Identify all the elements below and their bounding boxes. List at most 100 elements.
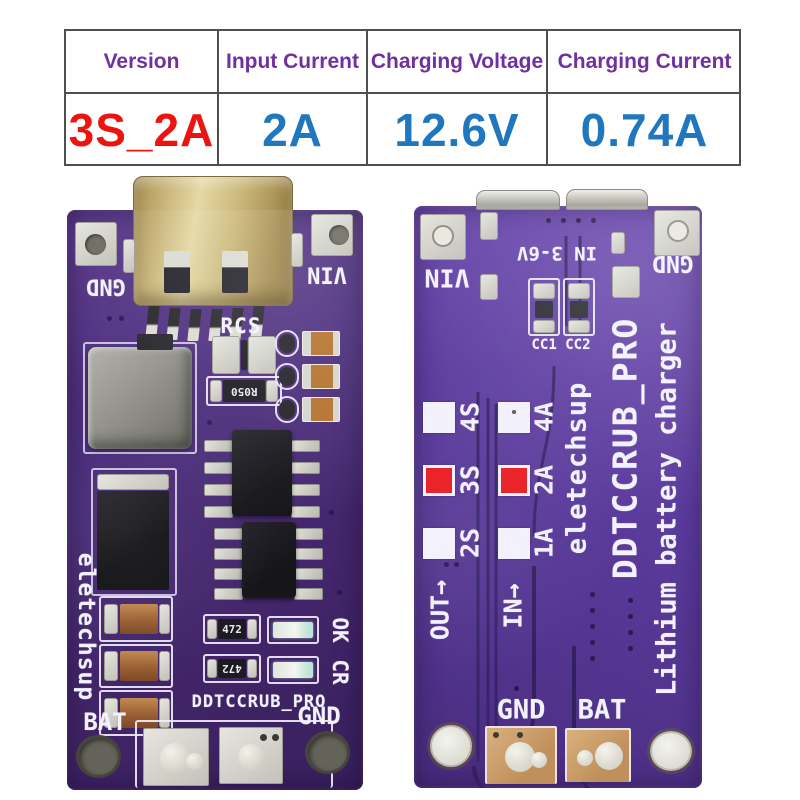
bat-label: BAT: [83, 708, 127, 736]
via: [628, 598, 633, 603]
ic-pin: [214, 568, 243, 580]
resistor-end: [207, 659, 217, 678]
resistor-body: 472: [218, 619, 246, 639]
vin-top-right-label: VIN: [307, 261, 347, 287]
solder-blob: [186, 753, 203, 770]
ic-pin: [291, 440, 320, 452]
pad-dot: [272, 734, 279, 741]
cap-outline: [99, 644, 173, 688]
usb-contact-right: [222, 251, 248, 293]
ic-chip: [232, 430, 292, 516]
header-label: Version: [103, 49, 180, 73]
cap-body: [120, 698, 158, 728]
ceramic-cap: [302, 397, 340, 422]
option-square-2s[interactable]: [423, 528, 455, 559]
in-column-label: IN→: [498, 583, 528, 629]
header-label: Charging Current: [557, 49, 732, 73]
ok-led-label: OK: [328, 617, 352, 643]
ic-pin: [204, 440, 233, 452]
value-label: 0.74A: [580, 104, 709, 156]
pad-dot: [260, 734, 267, 741]
vin-pad-top-left: [420, 214, 466, 260]
solder-blob: [505, 742, 535, 772]
mount-hole-bottom-left: [76, 735, 121, 778]
pad-dot: [512, 410, 516, 414]
gnd-bottom-label: GND: [297, 702, 341, 730]
led-cr-outline: [267, 656, 319, 684]
led-ok: [273, 622, 313, 638]
solder-blob: [160, 743, 190, 773]
option-label-3s: 3S: [455, 464, 485, 496]
cc-label: CC1 CC2: [531, 337, 591, 353]
resistor-end: [207, 619, 217, 639]
cc1-outline: [528, 278, 560, 336]
cr-led-label: CR: [328, 659, 352, 685]
cap-end: [104, 698, 118, 728]
option-square-1a[interactable]: [498, 528, 530, 559]
value-label: 2A: [262, 104, 323, 156]
ic-pin: [214, 588, 243, 600]
cc-pad: [568, 283, 590, 299]
option-square-2a[interactable]: [498, 465, 530, 496]
mount-hole-bottom-right: [305, 731, 350, 774]
ic-pin: [294, 588, 323, 600]
rcs-component: [241, 340, 247, 370]
option-label-4a: 4A: [529, 401, 559, 433]
ic-pin: [294, 528, 323, 540]
solder-blob: [595, 742, 623, 770]
gnd-copper-pad: [485, 726, 557, 784]
value-label: 12.6V: [394, 104, 520, 156]
spec-header-charging-current: Charging Current: [548, 31, 741, 94]
option-label-4s: 4S: [455, 401, 485, 433]
via: [590, 624, 595, 629]
cap-outline: [275, 330, 299, 357]
pad-dot: [493, 732, 499, 738]
usb-shell-back-right: [566, 189, 648, 210]
cap-end: [159, 651, 170, 681]
gnd-label-top: GND: [652, 250, 694, 276]
red-mark: [501, 468, 527, 493]
value-label: 3S_2A: [68, 104, 215, 156]
bat-bottom-label: BAT: [577, 694, 627, 726]
usb-mount-tab-left: [123, 239, 135, 273]
mount-hole: [667, 220, 689, 242]
solder-pad-small: [612, 266, 640, 298]
solder-pad-small: [480, 274, 498, 300]
spec-header-version: Version: [66, 31, 219, 94]
led-cr: [273, 662, 313, 678]
via: [329, 510, 334, 515]
resistor-label: 472: [222, 622, 242, 636]
ic-pin: [291, 462, 320, 474]
usb-shell-back-left: [476, 190, 560, 210]
board-title-label: Lithium battery charger: [651, 322, 683, 696]
cc-body: [570, 301, 588, 318]
option-square-3s[interactable]: [423, 465, 455, 496]
cc-pad: [533, 320, 555, 333]
via: [628, 630, 633, 635]
spec-table: Version Input Current Charging Voltage C…: [64, 29, 741, 166]
diode-tab: [97, 474, 169, 490]
solder-blob: [577, 750, 593, 766]
ic-pin: [204, 506, 233, 518]
cap-dark: [279, 334, 295, 353]
via: [444, 562, 449, 567]
header-label: Charging Voltage: [370, 49, 544, 73]
gnd-solder-pad: [219, 727, 283, 784]
in-voltage-label: IN 3-6V: [516, 242, 598, 264]
spec-value-charging-current: 0.74A: [548, 94, 741, 166]
led-ok-outline: [267, 616, 319, 644]
via: [590, 592, 595, 597]
via: [107, 316, 112, 321]
option-label-1a: 1A: [529, 527, 559, 559]
option-square-4s[interactable]: [423, 402, 455, 433]
gnd-bottom-label: GND: [496, 694, 546, 726]
usb-pin: [187, 309, 202, 341]
option-square-4a[interactable]: [498, 402, 530, 433]
ic-pin: [291, 506, 320, 518]
ic-chip: [242, 522, 296, 598]
via: [590, 656, 595, 661]
diode-body: [97, 491, 169, 590]
resistor-472-outline: 472: [203, 654, 261, 683]
ic-pin: [214, 548, 243, 560]
